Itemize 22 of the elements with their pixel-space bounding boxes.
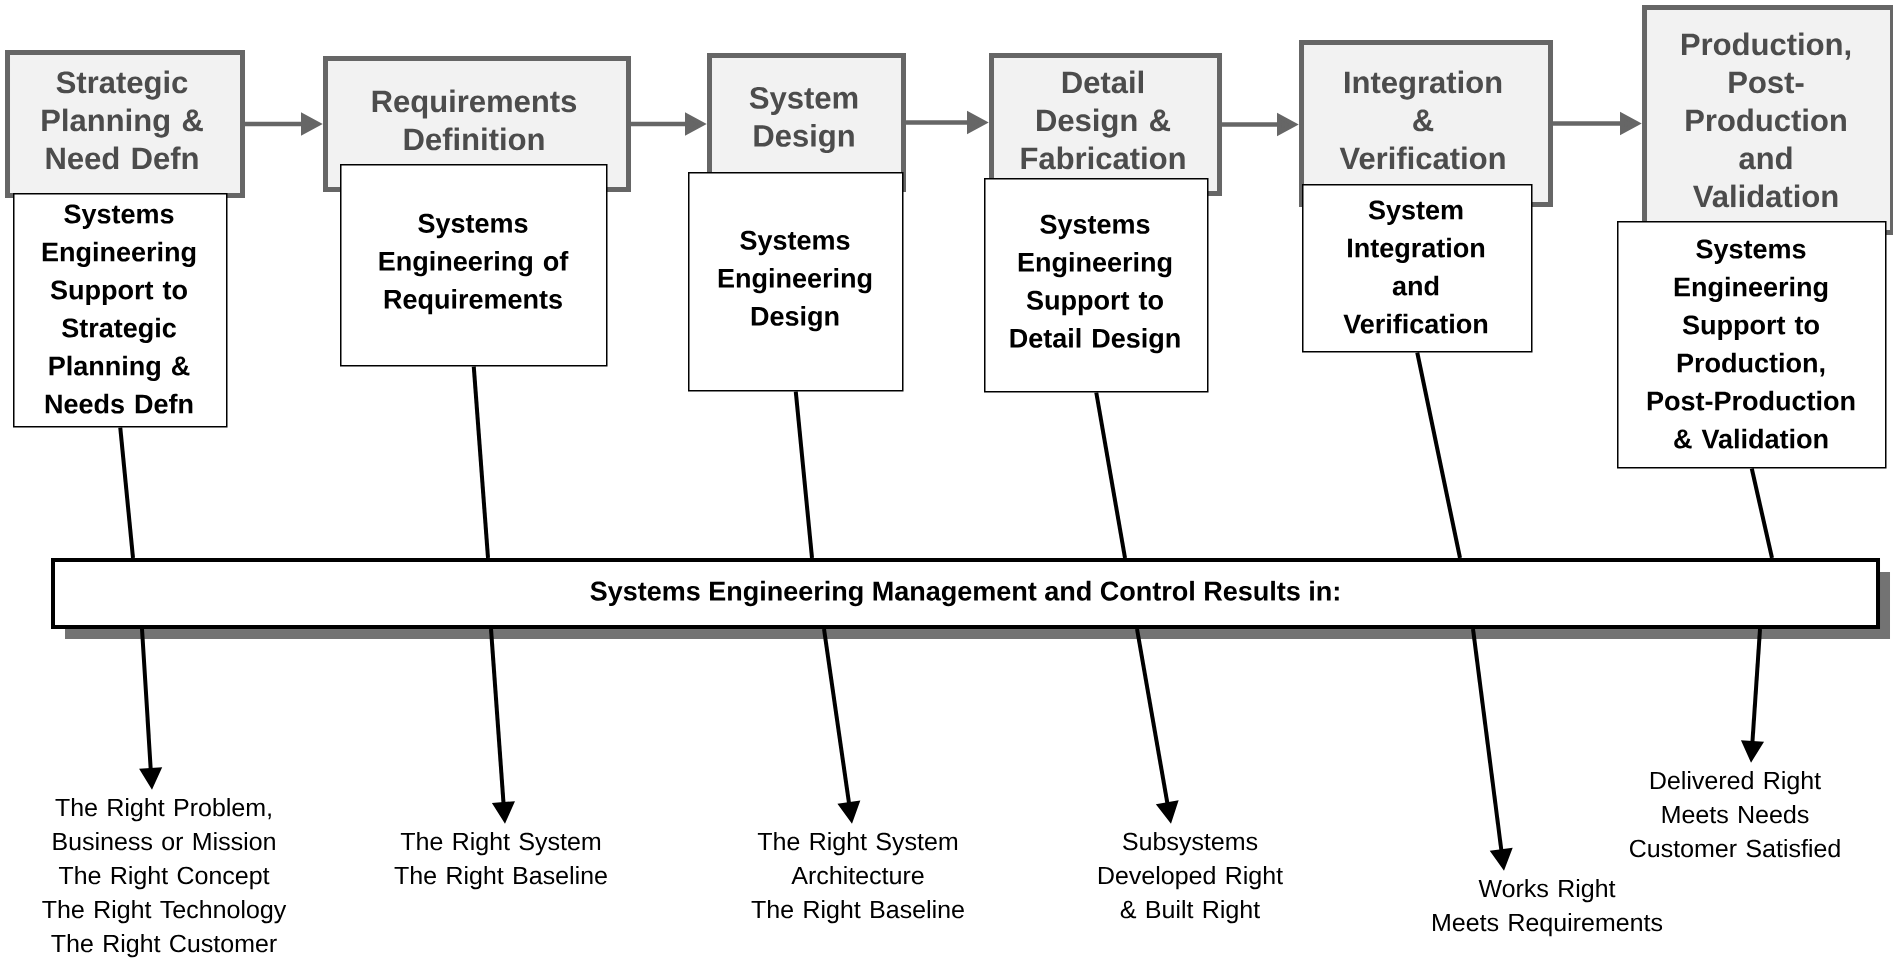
outcome-text: The Right System The Right Baseline bbox=[394, 832, 607, 890]
connector-line bbox=[793, 391, 814, 559]
outcome-text: Works Right Meets Requirements bbox=[1433, 879, 1663, 937]
activity-box: Systems Engineering Support to Detail Design bbox=[984, 178, 1209, 393]
outcome-text: The Right System Architecture The Right Baseline bbox=[751, 832, 964, 924]
activity-box: Systems Engineering of Requirements bbox=[340, 164, 608, 367]
activity-box: Systems Engineering Design bbox=[688, 172, 904, 392]
banner-bar: Systems Engineering Management and Control Results in: bbox=[51, 558, 1890, 639]
phase-box: Strategic Planning & Need Defn bbox=[5, 50, 245, 198]
outcome-text: Delivered Right Meets Needs Customer Satisfied bbox=[1630, 771, 1840, 858]
connector-line bbox=[118, 427, 135, 559]
connector-line bbox=[1094, 392, 1127, 559]
activity-box: Systems Engineering Support to Production, Post-Production & Validation bbox=[1617, 221, 1887, 469]
phase-box: Production, Post-Production and Validation bbox=[1642, 5, 1893, 235]
connector-line bbox=[471, 366, 490, 559]
outcome-text: The Right Problem, Business or Mission The Right Concept The Right Technology The Right Customer bbox=[42, 798, 287, 958]
connector-line bbox=[1415, 352, 1462, 559]
outcome-text: Subsystems Developed Right & Built Right bbox=[1098, 832, 1283, 924]
connector-line bbox=[1749, 468, 1774, 559]
activity-box: Systems Engineering Support to Strategic Planning & Needs Defn bbox=[13, 193, 228, 428]
activity-box: System Integration and Verification bbox=[1302, 184, 1533, 353]
phase-box: Detail Design & Fabrication bbox=[989, 53, 1222, 196]
